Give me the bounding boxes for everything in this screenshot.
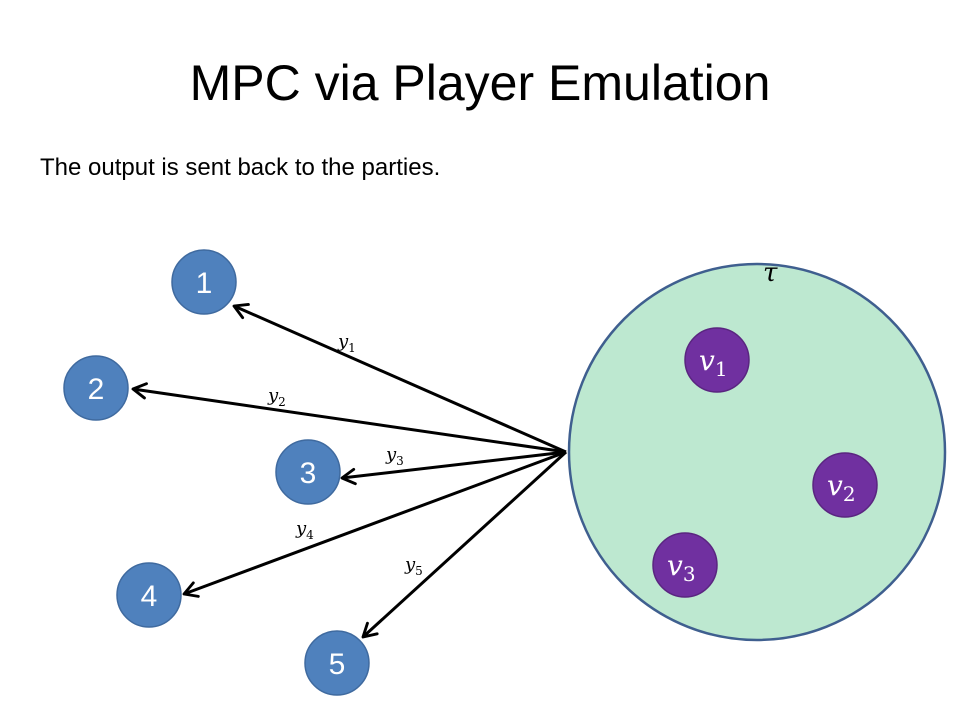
output-arrow-3 <box>340 450 567 486</box>
slide-subtitle: The output is sent back to the parties. <box>40 154 441 181</box>
output-arrow-1 <box>232 303 567 454</box>
virtual-player-3: v3 <box>652 532 718 598</box>
party-label: 2 <box>88 373 105 406</box>
virtual-player-1: v1 <box>684 327 750 393</box>
party-node-5: 5 <box>304 630 370 696</box>
output-label-1: y1 <box>337 331 356 355</box>
party-label: 5 <box>329 648 346 681</box>
virtual-player-label: v3 <box>667 549 696 586</box>
party-label: 4 <box>141 580 158 613</box>
output-label-3: y3 <box>385 444 404 468</box>
party-label: 1 <box>196 267 213 300</box>
output-labels: y1 y2 y3 y4 y5 <box>267 331 423 578</box>
output-arrows <box>131 303 568 639</box>
output-arrow-2 <box>131 382 567 454</box>
output-label-2: y2 <box>267 385 286 409</box>
emulator-label: τ <box>763 258 778 288</box>
virtual-player-label: v1 <box>699 344 728 381</box>
party-node-3: 3 <box>275 439 341 505</box>
party-node-2: 2 <box>63 355 129 421</box>
virtual-player-2: v2 <box>812 452 878 518</box>
output-label-4: y4 <box>295 518 314 542</box>
output-arrow-5 <box>361 450 568 639</box>
party-node-1: 1 <box>171 249 237 315</box>
slide-title: MPC via Player Emulation <box>189 55 771 111</box>
output-label-5: y5 <box>404 554 423 578</box>
party-label: 3 <box>300 457 317 490</box>
emulator-circle <box>567 262 947 642</box>
output-arrow-4 <box>182 450 567 598</box>
party-node-4: 4 <box>116 562 182 628</box>
virtual-player-label: v2 <box>827 469 856 506</box>
